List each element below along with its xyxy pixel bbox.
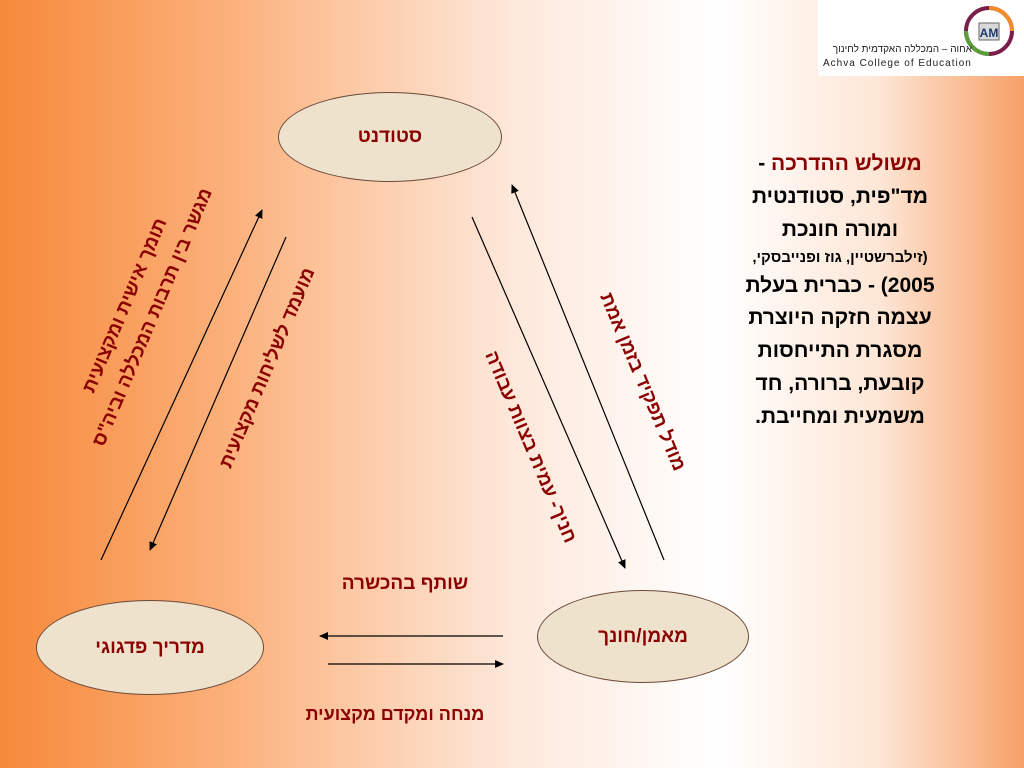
description-title-dash: - <box>758 152 772 175</box>
arrow-student-to-mentor <box>471 216 626 569</box>
logo-english-text: Achva College of Education <box>823 58 972 69</box>
description-title: משולש ההדרכה <box>771 152 922 175</box>
triangle-description: משולש ההדרכה - מד"פית, סטודנטית ומורה חו… <box>680 148 1000 433</box>
description-line2: ומורה חונכת <box>781 217 899 241</box>
node-mentor: מאמן/חונך <box>537 590 749 683</box>
description-line5: עצמה חזקה היוצרת <box>748 306 932 330</box>
arrow-student-to-guide <box>149 236 287 551</box>
description-title-line: משולש ההדרכה - <box>680 148 1000 181</box>
college-logo-mark: AM <box>960 2 1018 60</box>
svg-text:AM: AM <box>980 26 999 40</box>
arrow-mentor-to-student <box>511 184 665 561</box>
description-line6: מסגרת התייחסות <box>757 339 923 363</box>
training-partnership-label: שותף בהכשרה <box>341 573 469 594</box>
college-logo: AM אחוה – המכללה האקדמית לחינוך Achva Co… <box>818 0 1024 76</box>
description-citation: (זילברשטיין, גוז ופנייבסקי, <box>752 249 928 267</box>
professional-leader-label: מנחה ומקדם מקצועית <box>305 704 485 724</box>
node-guide: מדריך פדגוגי <box>36 600 264 695</box>
description-line4: 2005) - כברית בעלת <box>745 273 935 297</box>
node-student: סטודנט <box>278 92 502 182</box>
logo-hebrew-text: אחוה – המכללה האקדמית לחינוך <box>832 44 972 55</box>
description-line7: קובעת, ברורה, חד <box>755 371 925 395</box>
description-line1: מד"פית, סטודנטית <box>752 184 928 208</box>
arrow-guide-to-student <box>100 209 263 561</box>
description-line8: משמעית ומחייבת. <box>755 404 925 428</box>
